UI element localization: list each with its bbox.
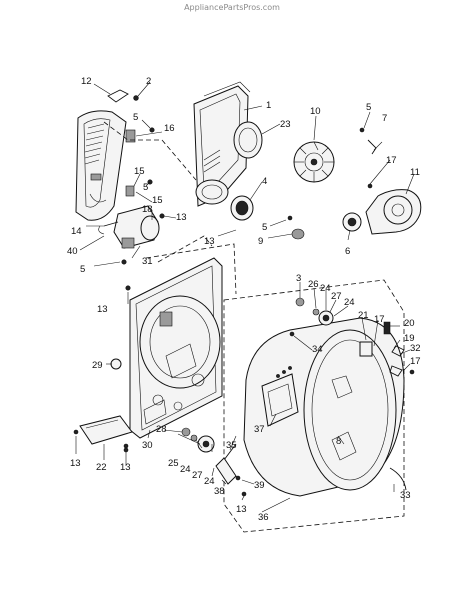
callout-11: 11 [410,167,420,178]
callout-13: 13 [236,504,247,515]
callout-8: 8 [336,436,341,447]
part-23-seal [233,121,263,159]
callout-labels: 12 2 1 5 16 23 10 5 7 17 11 15 4 5 15 18… [67,76,421,523]
part-14-lint-housing [75,110,127,221]
callout-26: 26 [308,279,319,290]
callout-4: 4 [262,176,267,187]
callout-24: 24 [180,464,191,475]
part-11-blower-housing [365,189,422,235]
callout-2: 2 [146,76,151,87]
leader-lines [75,81,415,513]
callout-31: 31 [142,256,153,267]
callout-39: 39 [254,480,265,491]
callout-13: 13 [120,462,131,473]
part-12-clip [107,89,139,103]
callout-25: 25 [168,458,179,469]
callout-19: 19 [404,333,415,344]
part-10-blower-wheel [293,141,335,183]
callout-14: 14 [71,226,82,237]
part-22-bracket [73,415,133,449]
callout-1: 1 [266,100,271,111]
callout-5: 5 [80,264,85,275]
part-15-switch [125,185,135,197]
callout-9: 9 [258,236,263,247]
callout-6: 6 [345,246,350,257]
drum-boundary [223,279,405,533]
callout-28: 28 [156,424,167,435]
part-18-assembly [98,205,160,249]
part-29-foot [110,358,122,370]
callout-13: 13 [70,458,81,469]
callout-17: 17 [410,356,421,367]
callout-24: 24 [204,476,215,487]
part-20-fuse [383,321,391,335]
callout-15: 15 [152,195,163,206]
callout-24: 24 [344,297,355,308]
callout-35: 35 [226,440,237,451]
callout-27: 27 [331,291,342,302]
callout-13: 13 [204,236,215,247]
part-30-rear-panel [129,257,223,439]
callout-21: 21 [358,310,369,321]
duct-outlet [195,179,229,205]
callout-18: 18 [142,204,153,215]
callout-5: 5 [366,102,371,113]
part-1-duct [193,81,251,207]
callout-16: 16 [164,123,175,134]
callout-32: 32 [410,343,421,354]
callout-10: 10 [310,106,321,117]
callout-34: 34 [312,344,323,355]
callout-5: 5 [143,182,148,193]
callout-20: 20 [404,318,415,329]
part-9-clamp [291,228,305,240]
callout-17: 17 [374,314,385,325]
callout-27: 27 [192,470,203,481]
callout-17: 17 [386,155,397,166]
part-21-thermostat [359,341,373,357]
watermark: AppliancePartsPros.com [184,3,280,12]
callout-3: 3 [296,273,301,284]
callout-22: 22 [96,462,107,473]
callout-5: 5 [133,112,138,123]
callout-37: 37 [254,424,265,435]
callout-29: 29 [92,360,103,371]
callout-40: 40 [67,246,78,257]
callout-13: 13 [176,212,187,223]
part-36-drum [243,317,405,497]
callout-38: 38 [214,486,225,497]
callout-33: 33 [400,490,411,501]
part-38-idler [215,457,237,485]
part-16-bracket [125,129,136,143]
callout-12: 12 [81,76,92,87]
callout-24: 24 [320,283,331,294]
callout-7: 7 [382,113,387,124]
callout-23: 23 [280,119,291,130]
callout-13: 13 [97,304,108,315]
callout-5: 5 [262,222,267,233]
callout-15: 15 [134,166,145,177]
callout-36: 36 [258,512,269,523]
callout-30: 30 [142,440,153,451]
part-3-washer [295,297,305,307]
